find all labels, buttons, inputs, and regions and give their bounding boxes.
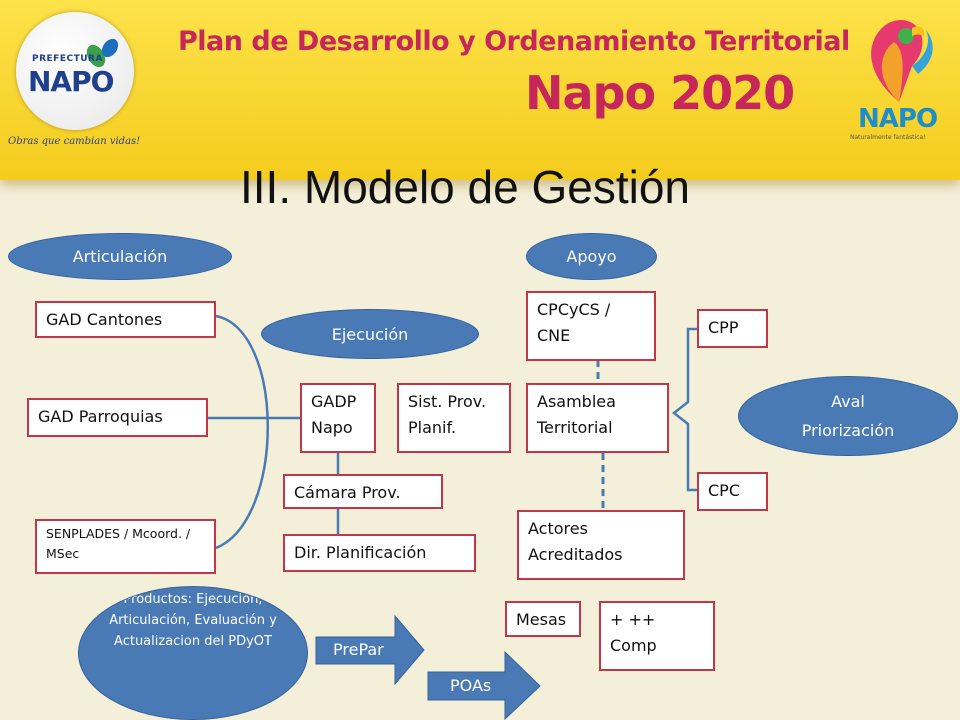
napo-tourism-logo: NAPO Naturalmente fantástica!	[842, 14, 952, 154]
productos-oval: Productos: Ejecución, Articulación, Eval…	[78, 586, 308, 720]
poas-arrow	[427, 650, 541, 720]
leaf-icon	[86, 38, 119, 68]
camara-prov-box: Cámara Prov.	[283, 474, 443, 509]
asamblea-territorial-box: Asamblea Territorial	[526, 383, 669, 453]
napo-logo-tagline: Naturalmente fantástica!	[850, 134, 926, 141]
articulation-bracket	[215, 314, 269, 550]
apoyo-oval: Apoyo	[526, 233, 657, 280]
actores-acreditados-box: Actores Acreditados	[517, 510, 685, 580]
plan-title: Plan de Desarrollo y Ordenamiento Territ…	[178, 26, 850, 57]
poas-label: POAs	[450, 676, 492, 695]
prefectura-napo-logo: PREFECTURA NAPO Obras que cambian vidas!	[8, 8, 143, 158]
articulacion-oval: Articulación	[8, 233, 232, 280]
prepar-label: PrePar	[333, 640, 384, 659]
mesas-box: Mesas	[505, 601, 581, 637]
cpp-box: CPP	[697, 309, 768, 348]
aval-priorizacion-oval: Aval Priorización	[738, 376, 958, 456]
napo-logo-text: NAPO	[858, 104, 938, 134]
logo-circle	[16, 12, 134, 130]
dir-planificacion-box: Dir. Planificación	[283, 534, 476, 572]
slide-title: III. Modelo de Gestión	[239, 161, 691, 213]
prepar-arrow	[315, 614, 425, 686]
ejecucion-oval: Ejecución	[261, 309, 479, 359]
header-banner: PREFECTURA NAPO Obras que cambian vidas!…	[0, 0, 960, 180]
cpc-box: CPC	[697, 472, 768, 511]
parrot-icon	[871, 20, 933, 102]
logo-slogan: Obras que cambian vidas!	[8, 136, 141, 147]
gad-parroquias-box: GAD Parroquias	[27, 398, 208, 437]
cpccs-cne-box: CPCyCS / CNE	[526, 291, 656, 361]
sist-prov-planif-box: Sist. Prov. Planif.	[397, 383, 511, 453]
gadp-napo-box: GADP Napo	[300, 383, 376, 453]
logo-napo-text: NAPO	[28, 65, 114, 98]
comp-box: + ++ Comp	[599, 601, 715, 671]
plan-subtitle: Napo 2020	[525, 66, 795, 120]
cpp-cpc-bracket	[671, 327, 697, 492]
gad-cantones-box: GAD Cantones	[35, 301, 216, 338]
logo-prefectura-text: PREFECTURA	[32, 54, 103, 64]
senplades-box: SENPLADES / Mcoord. / MSec	[35, 519, 216, 574]
